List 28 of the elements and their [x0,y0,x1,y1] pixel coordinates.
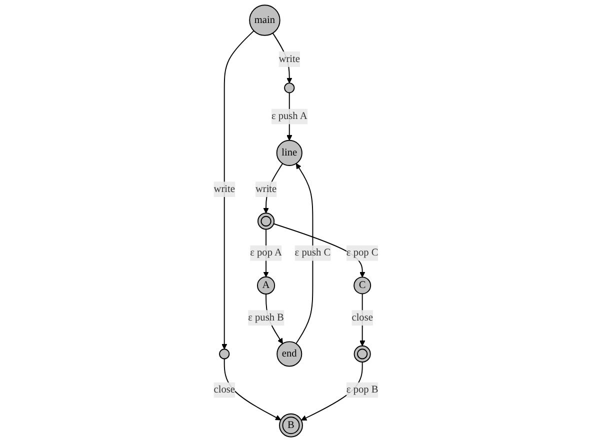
edge-label: write [255,184,277,194]
edge-label: ε pop A [250,247,282,258]
arrow [263,163,284,214]
edge-label: ε pop B [346,384,378,396]
node-circle: end [276,341,302,367]
edge-label: write [214,184,235,194]
arrow [224,358,282,420]
node-circle [219,348,230,360]
node-circle: A [257,276,276,294]
edge-label: ε pop C [346,247,378,258]
edge-label: ε push C [294,247,331,258]
arrow [222,30,254,350]
node-circle: C [354,276,372,294]
edge-label: close [352,312,373,323]
node-circle [284,82,295,94]
node-circle: B [279,413,303,438]
edge-label: ε push A [271,110,308,122]
edge-label: close [214,384,235,396]
node-circle: main [249,4,280,36]
node-circle: line [276,140,302,166]
arrow [273,223,366,278]
edge-label: ε push B [248,312,284,323]
arrow [272,32,292,84]
arrow [296,163,314,344]
node-circle [258,212,275,230]
edge-label: write [278,53,300,64]
node-circle [354,345,371,362]
arrow [360,293,366,346]
